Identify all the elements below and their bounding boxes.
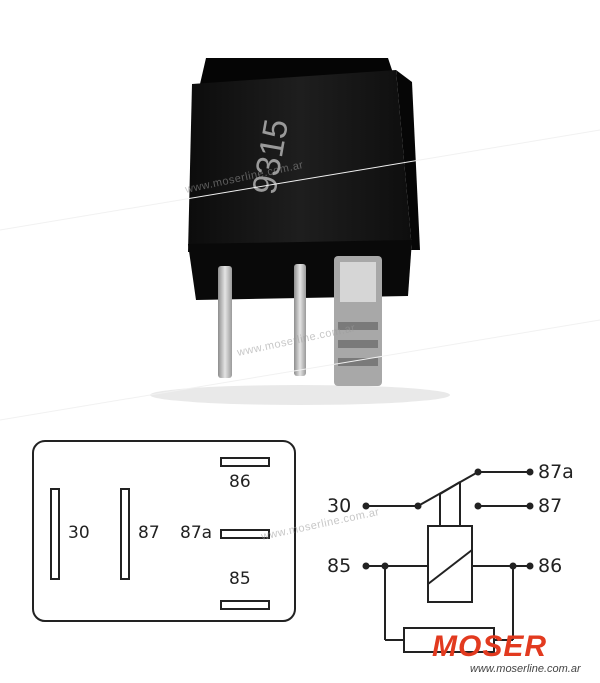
watermark-line-2 xyxy=(0,319,600,421)
relay-pin-left xyxy=(218,266,232,378)
pin-label-85: 85 xyxy=(229,569,251,589)
pin-label-30: 30 xyxy=(68,523,90,543)
terminal-label-87: 87 xyxy=(538,495,562,517)
schematic-watermark: www.moserline.com.ar xyxy=(259,506,380,543)
relay-pin-block-top xyxy=(340,262,376,302)
coil-box xyxy=(427,525,473,603)
pin-layout: 30 87 87a 86 85 xyxy=(32,440,296,622)
node-87a xyxy=(526,468,534,476)
node-85-junction xyxy=(381,562,389,570)
pin-label-87a: 87a xyxy=(180,523,212,543)
schematic xyxy=(366,471,530,653)
pin-label-86: 86 xyxy=(229,472,251,492)
watermark-line-1 xyxy=(0,129,600,231)
node-switch-87a xyxy=(474,468,482,476)
node-85 xyxy=(362,562,370,570)
pin-87-outline xyxy=(120,488,130,580)
relay-side xyxy=(396,70,420,250)
terminal-label-87a: 87a xyxy=(538,461,574,483)
node-30 xyxy=(362,502,370,510)
relay-pin-block-ridge-1 xyxy=(338,322,378,330)
relay-pin-block-ridge-3 xyxy=(338,358,378,366)
brand-logo: MOSER www.moserline.com.ar xyxy=(432,630,582,675)
brand-url: www.moserline.com.ar xyxy=(470,663,582,675)
terminal-label-86: 86 xyxy=(538,555,562,577)
actuator-link-top xyxy=(439,481,461,495)
pin-86-outline xyxy=(220,457,270,467)
pin-30-outline xyxy=(50,488,60,580)
pin-label-87: 87 xyxy=(138,523,160,543)
coil-diagonal xyxy=(427,549,473,585)
node-86-junction xyxy=(509,562,517,570)
relay-shadow xyxy=(150,385,450,405)
resistor xyxy=(403,627,495,653)
relay-body xyxy=(188,70,412,252)
pin-85-outline xyxy=(220,600,270,610)
pin-87a-outline xyxy=(220,529,270,539)
pin-layout-frame xyxy=(32,440,296,622)
relay-pin-middle xyxy=(294,264,306,376)
node-86 xyxy=(526,562,534,570)
terminal-label-30: 30 xyxy=(327,495,351,517)
relay-pin-block-ridge-2 xyxy=(338,340,378,348)
node-87 xyxy=(526,502,534,510)
node-switch-87 xyxy=(474,502,482,510)
brand-logo-text: MOSER xyxy=(432,630,547,663)
node-switch-pivot xyxy=(414,502,422,510)
terminal-label-85: 85 xyxy=(327,555,351,577)
schematic-nodes xyxy=(362,468,534,570)
